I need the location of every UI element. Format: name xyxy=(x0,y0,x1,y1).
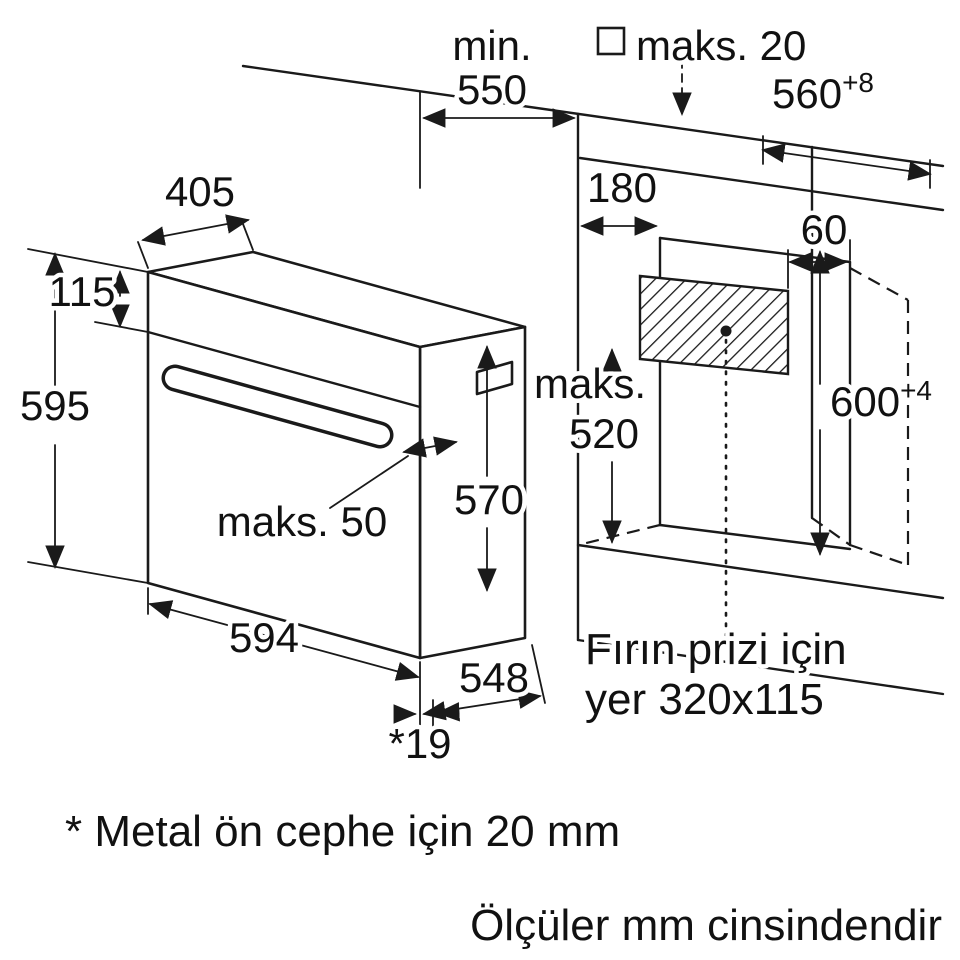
hidden-depth-bottom xyxy=(849,543,909,567)
dim-520-label: 520 xyxy=(569,410,639,457)
counter-front-edge-line xyxy=(578,156,945,212)
dim-594-arrow xyxy=(148,600,420,681)
side-vent-detail xyxy=(475,360,514,396)
socket-note-line1: Fırın prizi için xyxy=(585,625,847,674)
dim-405-label: 405 xyxy=(165,168,235,215)
ext-405-left xyxy=(137,241,149,269)
maks50-leader-line xyxy=(329,455,409,509)
cabinet-base-edge xyxy=(576,543,945,600)
dim-min-label: min. xyxy=(452,22,531,69)
units-note: Ölçüler mm cinsindendir xyxy=(470,901,942,950)
hidden-depth-top xyxy=(849,267,909,301)
control-panel-line xyxy=(146,330,422,409)
oven-front-face xyxy=(146,270,422,660)
dim-maks520-prefix: maks. xyxy=(534,360,646,407)
dim-550-label: 550 xyxy=(457,66,527,113)
ext-595-bottom xyxy=(27,561,149,584)
ext-405-right xyxy=(242,223,254,251)
dim-548-label: 548 xyxy=(459,654,529,701)
metal-front-footnote: * Metal ön cephe için 20 mm xyxy=(65,807,620,856)
dim-570-label: 570 xyxy=(454,476,524,523)
niche-bottom-edge xyxy=(658,523,852,551)
ext-548-right xyxy=(531,644,546,704)
square-outline-icon xyxy=(596,26,626,56)
socket-note-line2: yer 320x115 xyxy=(585,675,824,724)
dim-19-arrow-right xyxy=(436,702,460,722)
cabinet-plinth-edge xyxy=(576,638,945,696)
dim-560-arrow xyxy=(761,143,932,181)
dim-600-label: 600+4 xyxy=(830,375,932,425)
dim-maks50-label: maks. 50 xyxy=(217,498,387,545)
dim-60-label: 60 xyxy=(801,206,848,253)
oven-handle xyxy=(165,368,390,445)
hidden-edge-left xyxy=(577,523,661,547)
dim-19-label: *19 xyxy=(388,720,451,767)
dim-50-arrow xyxy=(402,436,458,458)
ext-115-bottom xyxy=(94,321,149,333)
dim-maks20-label: maks. 20 xyxy=(636,22,806,69)
hidden-edge-right xyxy=(811,517,851,546)
dim-560-label: 560+8 xyxy=(772,67,874,117)
dim-115-label: 115 xyxy=(49,268,116,315)
dim-594-label: 594 xyxy=(229,614,299,661)
outlet-center-dot xyxy=(720,325,732,337)
dim-405-arrow xyxy=(141,214,250,246)
dim-595-label: 595 xyxy=(20,382,90,429)
dim-180-label: 180 xyxy=(587,164,657,211)
outlet-zone-hatched xyxy=(638,274,790,376)
